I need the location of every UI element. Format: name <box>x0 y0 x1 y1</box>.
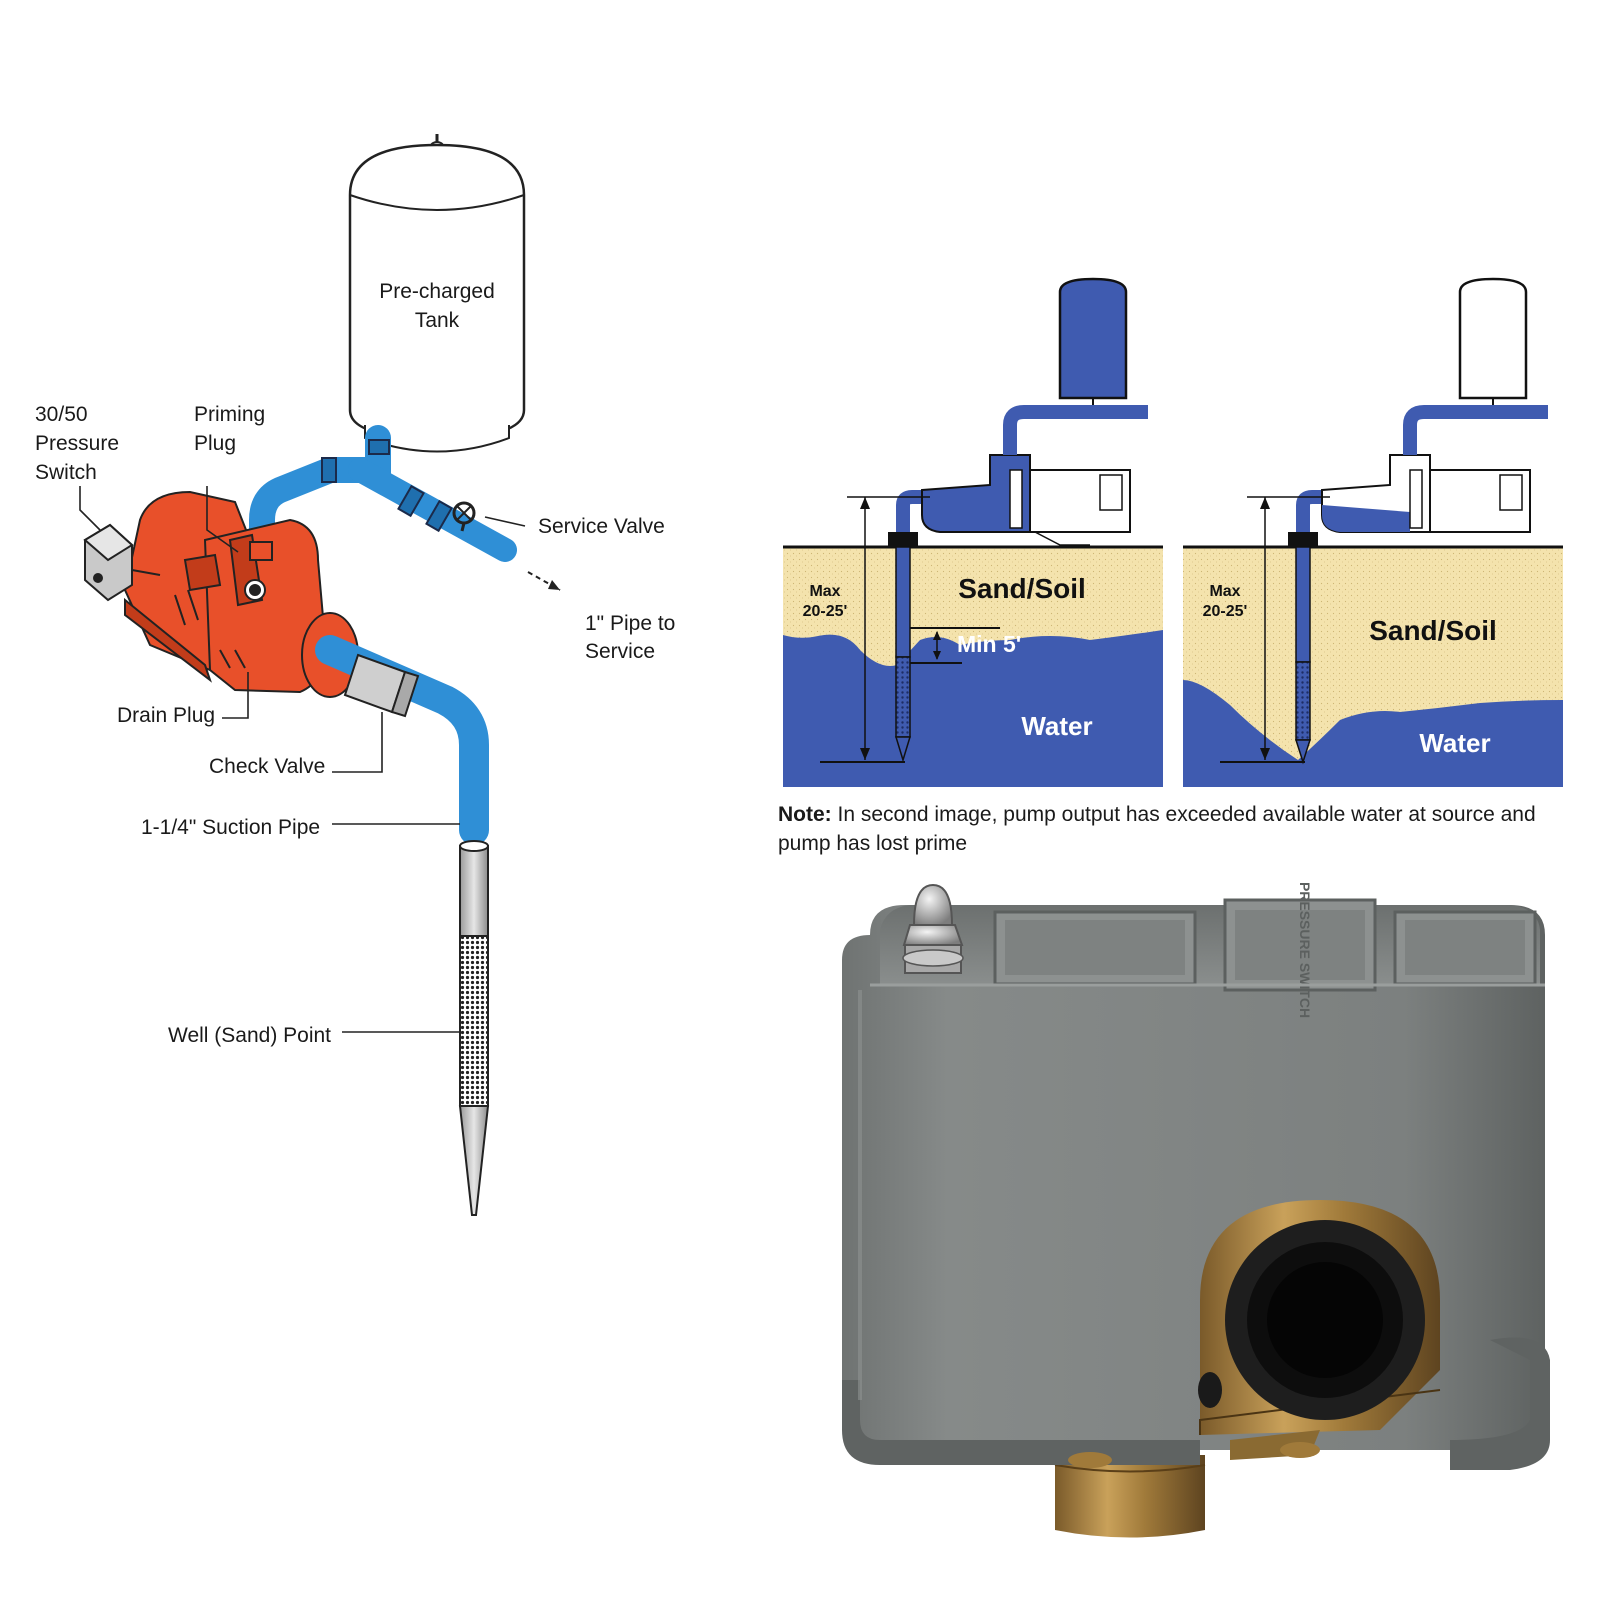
conduit-fitting <box>1198 1200 1441 1460</box>
panel2-water-label: Water <box>1419 728 1490 758</box>
pipe-to-service-label-line2: Service <box>585 640 655 663</box>
pressure-switch-label-line1: 30/50 <box>35 403 88 426</box>
pressure-switch-label-line2: Pressure <box>35 432 119 455</box>
pressure-switch-label-line3: Switch <box>35 461 97 484</box>
suction-piping <box>315 635 489 845</box>
terminal-nut <box>902 883 964 974</box>
service-valve-label: Service Valve <box>538 515 665 538</box>
panel1-max-line2: 20-25' <box>803 603 848 620</box>
well-panel-2: Max 20-25' Sand/Soil Water <box>1183 277 1563 787</box>
panel2-max-line2: 20-25' <box>1203 603 1248 620</box>
precharged-tank: Pre-charged Tank <box>348 134 526 453</box>
priming-plug-label-line2: Plug <box>194 432 236 455</box>
pump <box>123 490 359 698</box>
priming-plug-label-line1: Priming <box>194 403 265 426</box>
pipe-to-service-label-line1: 1" Pipe to <box>585 612 675 635</box>
leader-lines <box>79 486 526 1033</box>
panel1-min-label: Min 5' <box>957 631 1021 657</box>
installation-diagram: Pre-charged Tank <box>35 134 675 1216</box>
panel1-soil-label: Sand/Soil <box>958 573 1086 604</box>
tank-label-line1: Pre-charged <box>379 280 495 303</box>
embossed-label: PRESSURE SWITCH <box>1297 882 1313 1018</box>
panel2-max-line1: Max <box>1209 583 1240 600</box>
panel1-water-label: Water <box>1021 711 1092 741</box>
drain-plug-label: Drain Plug <box>117 704 215 727</box>
pressure-switch-box <box>83 523 161 602</box>
pressure-switch-photo: PRESSURE SWITCH <box>842 882 1550 1538</box>
well-panel-1: Max 20-25' Sand/Soil Min 5' Water <box>783 277 1163 787</box>
well-point <box>458 840 490 1216</box>
note-prefix: Note: <box>778 803 832 826</box>
discharge-piping <box>249 425 517 562</box>
tank-label-line2: Tank <box>415 309 460 332</box>
suction-pipe-label: 1-1/4" Suction Pipe <box>141 816 320 839</box>
check-valve-label: Check Valve <box>209 755 325 778</box>
note-text: Note: In second image, pump output has e… <box>778 800 1578 858</box>
panel1-max-line1: Max <box>809 583 840 600</box>
note-body: In second image, pump output has exceede… <box>778 803 1536 855</box>
panel2-soil-label: Sand/Soil <box>1369 615 1497 646</box>
well-point-label: Well (Sand) Point <box>168 1024 331 1047</box>
